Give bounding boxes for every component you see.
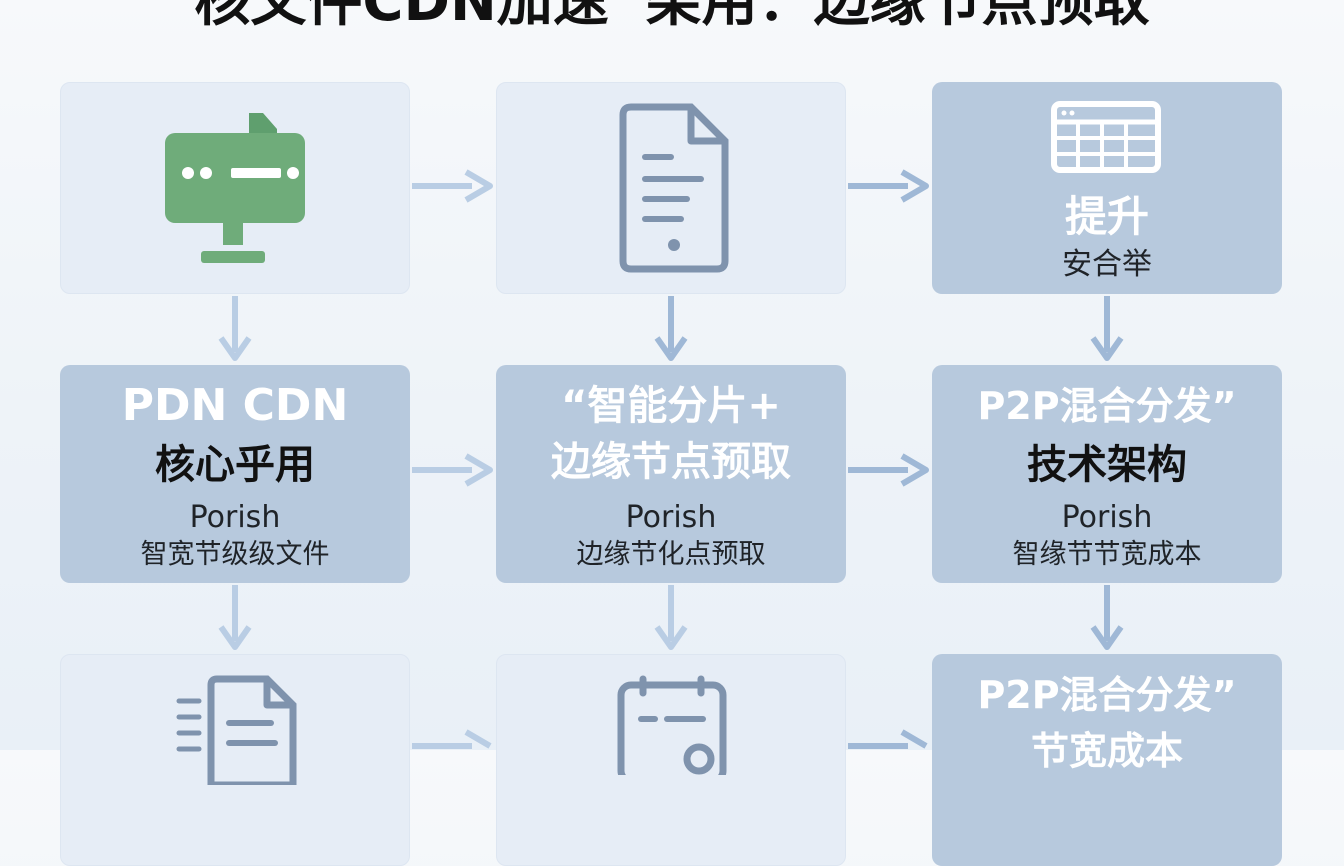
box-top-right: 提升 安合举 xyxy=(932,82,1282,294)
arrow-right-row1-b xyxy=(848,169,929,203)
box-mid-left-line3: Porish xyxy=(189,500,281,535)
box-mid-right: P2P混合分发” 技术架构 Porish 智缘节节宽成本 xyxy=(932,365,1282,583)
box-top-left xyxy=(60,82,410,294)
box-top-center xyxy=(496,82,846,294)
box-mid-left: PDN CDN 核心乎用 Porish 智宽节级级文件 xyxy=(60,365,410,583)
box-mid-right-line4: 智缘节节宽成本 xyxy=(1012,539,1202,570)
arrow-right-row2-a xyxy=(412,453,493,487)
calendar-icon xyxy=(617,675,727,775)
arrow-down-col2-a xyxy=(654,296,688,361)
box-mid-left-line2: 核心乎用 xyxy=(155,442,315,488)
arrow-down-col1-a xyxy=(218,296,252,361)
document-list-icon xyxy=(176,675,297,785)
box-bottom-center xyxy=(496,654,846,866)
monitor-icon xyxy=(165,113,305,263)
arrow-down-col2-b xyxy=(654,585,688,650)
box-mid-center-line1: “智能分片+ xyxy=(561,383,781,429)
document-icon xyxy=(619,103,729,273)
box-bottom-left xyxy=(60,654,410,866)
box-mid-left-line4: 智宽节级级文件 xyxy=(140,539,330,570)
arrow-down-col1-b xyxy=(218,585,252,650)
box-bottom-right-line1: P2P混合分发” xyxy=(977,673,1237,717)
arrow-down-col3-b xyxy=(1090,585,1124,650)
box-mid-center: “智能分片+ 边缘节点预取 Porish 边缘节化点预取 xyxy=(496,365,846,583)
arrow-right-row1-a xyxy=(412,169,493,203)
arrow-down-col3-a xyxy=(1090,296,1124,361)
box-top-right-line2: 安合举 xyxy=(1062,247,1152,282)
box-mid-left-line1: PDN CDN xyxy=(121,380,349,431)
box-mid-center-line4: 边缘节化点预取 xyxy=(576,539,766,570)
arrow-right-row3-b xyxy=(848,729,928,749)
diagram-title: 核文件CDN加速“架用：边缘节点预取 xyxy=(194,0,1150,34)
box-top-right-line1: 提升 xyxy=(1064,192,1149,241)
box-mid-right-line2: 技术架构 xyxy=(1027,442,1187,488)
box-mid-right-line3: Porish xyxy=(1061,500,1153,535)
table-grid-icon xyxy=(1051,101,1161,173)
arrow-right-row2-b xyxy=(848,453,929,487)
box-bottom-right: P2P混合分发” 节宽成本 xyxy=(932,654,1282,866)
box-bottom-right-line2: 节宽成本 xyxy=(1030,729,1183,773)
box-mid-center-line2: 边缘节点预取 xyxy=(551,439,791,485)
box-mid-right-line1: P2P混合分发” xyxy=(977,384,1237,428)
arrow-right-row3-a xyxy=(412,729,492,749)
box-mid-center-line3: Porish xyxy=(625,500,717,535)
